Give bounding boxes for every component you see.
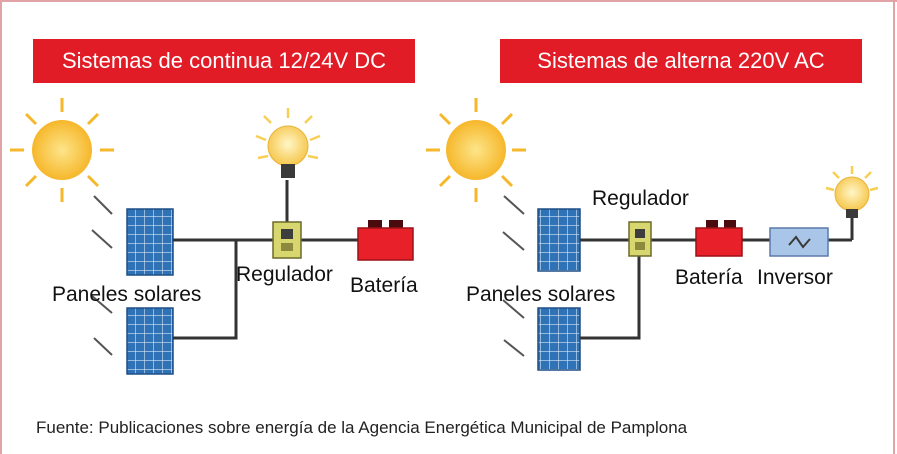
ac-regulator-icon	[628, 221, 652, 257]
ac-inverter-label: Inversor	[757, 266, 833, 289]
source-caption: Fuente: Publicaciones sobre energía de l…	[36, 418, 688, 437]
ac-inverter-icon	[769, 227, 829, 257]
ac-sun-icon	[426, 98, 526, 202]
ac-solar-panel-upper-icon	[537, 208, 581, 272]
dc-solar-panel-upper-icon	[126, 208, 174, 276]
dc-sun-icon	[10, 98, 114, 202]
dc-regulator-icon	[272, 221, 302, 259]
ac-light-bulb-icon	[825, 166, 879, 218]
dc-battery-label: Batería	[350, 274, 418, 297]
dc-panels-label: Paneles solares	[52, 283, 202, 306]
dc-light-bulb-icon	[255, 108, 321, 178]
dc-battery-icon	[357, 220, 414, 261]
dc-regulator-label: Regulador	[236, 263, 333, 286]
ac-solar-panel-lower-icon	[537, 307, 581, 371]
ac-system-title: Sistemas de alterna 220V AC	[500, 39, 862, 83]
dc-sun-rays-arrows	[91, 195, 113, 356]
ac-regulator-label: Regulador	[592, 187, 689, 210]
dc-solar-panel-lower-icon	[126, 307, 174, 375]
frame-border-right	[893, 0, 895, 454]
ac-battery-icon	[695, 220, 743, 257]
frame-border-left	[0, 0, 2, 454]
ac-panels-label: Paneles solares	[466, 283, 616, 306]
dc-wiring	[173, 180, 362, 340]
ac-sun-rays-arrows	[502, 195, 525, 357]
frame-border-top	[0, 0, 897, 2]
dc-system-title: Sistemas de continua 12/24V DC	[33, 39, 415, 83]
ac-battery-label: Batería	[675, 266, 743, 289]
